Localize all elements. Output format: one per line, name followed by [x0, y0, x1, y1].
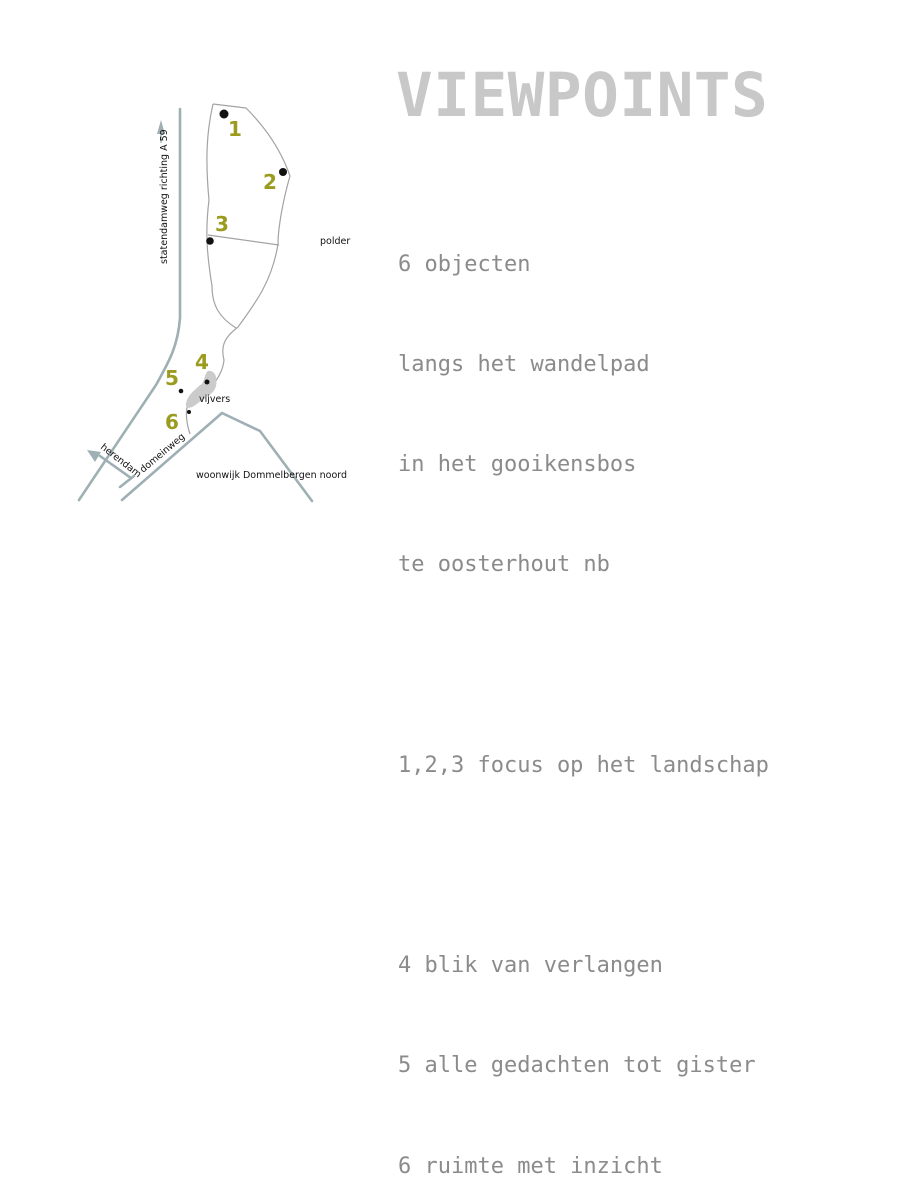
pond-shape: [185, 370, 217, 408]
viewpoint-number: 1: [228, 117, 242, 141]
viewpoint-5-marker: [178, 388, 184, 394]
viewpoint-number: 2: [263, 170, 277, 194]
description-line: langs het wandelpad: [398, 352, 650, 378]
road-statendamweg: [77, 107, 182, 502]
description-line: 4 blik van verlangen: [398, 953, 663, 979]
site-map: 1 2 3 4 5 6 statendamweg richting A 59 p…: [77, 103, 350, 503]
label-vijvers: vijvers: [199, 394, 230, 405]
label-woonwijk: woonwijk Dommelbergen noord: [196, 470, 347, 481]
description-line: 1,2,3 focus op het landschap: [398, 752, 769, 778]
description-line: 6 ruimte met inzicht: [398, 1153, 663, 1179]
road-network: [77, 107, 314, 503]
page-title: VIEWPOINTS: [396, 60, 769, 131]
viewpoint-numbers: 1 2 3 4 5 6: [165, 117, 277, 434]
viewpoint-number: 3: [215, 212, 229, 236]
description-line: in het gooikensbos: [398, 452, 637, 478]
road-domeinweg-connector: [118, 474, 136, 489]
viewpoint-markers: [178, 109, 287, 414]
description-line: 5 alle gedachten tot gister: [398, 1053, 756, 1079]
description-text: 6 objecten langs het wandelpad in het go…: [398, 181, 769, 1200]
viewpoint-number: 4: [195, 350, 209, 374]
viewpoint-1-marker: [219, 109, 229, 119]
viewpoint-number: 6: [165, 410, 179, 434]
label-polder: polder: [320, 236, 350, 247]
description-line: [398, 849, 769, 882]
viewpoint-3-marker: [206, 237, 214, 245]
viewpoint-4-marker: [204, 379, 210, 385]
road-domeinweg: [120, 411, 314, 503]
direction-arrow-icon: [87, 450, 101, 462]
viewpoint-2-marker: [279, 168, 287, 176]
label-statendamweg: statendamweg richting A 59: [159, 129, 170, 264]
viewpoint-6-marker: [187, 410, 191, 414]
north-arrow-icon: [157, 120, 165, 143]
label-domeinweg: domeinweg: [138, 431, 187, 475]
road-herendam: [98, 454, 133, 480]
viewpoint-number: 5: [165, 366, 179, 390]
description-line: [398, 649, 769, 682]
description-line: te oosterhout nb: [398, 552, 610, 578]
description-line: 6 objecten: [398, 251, 531, 277]
